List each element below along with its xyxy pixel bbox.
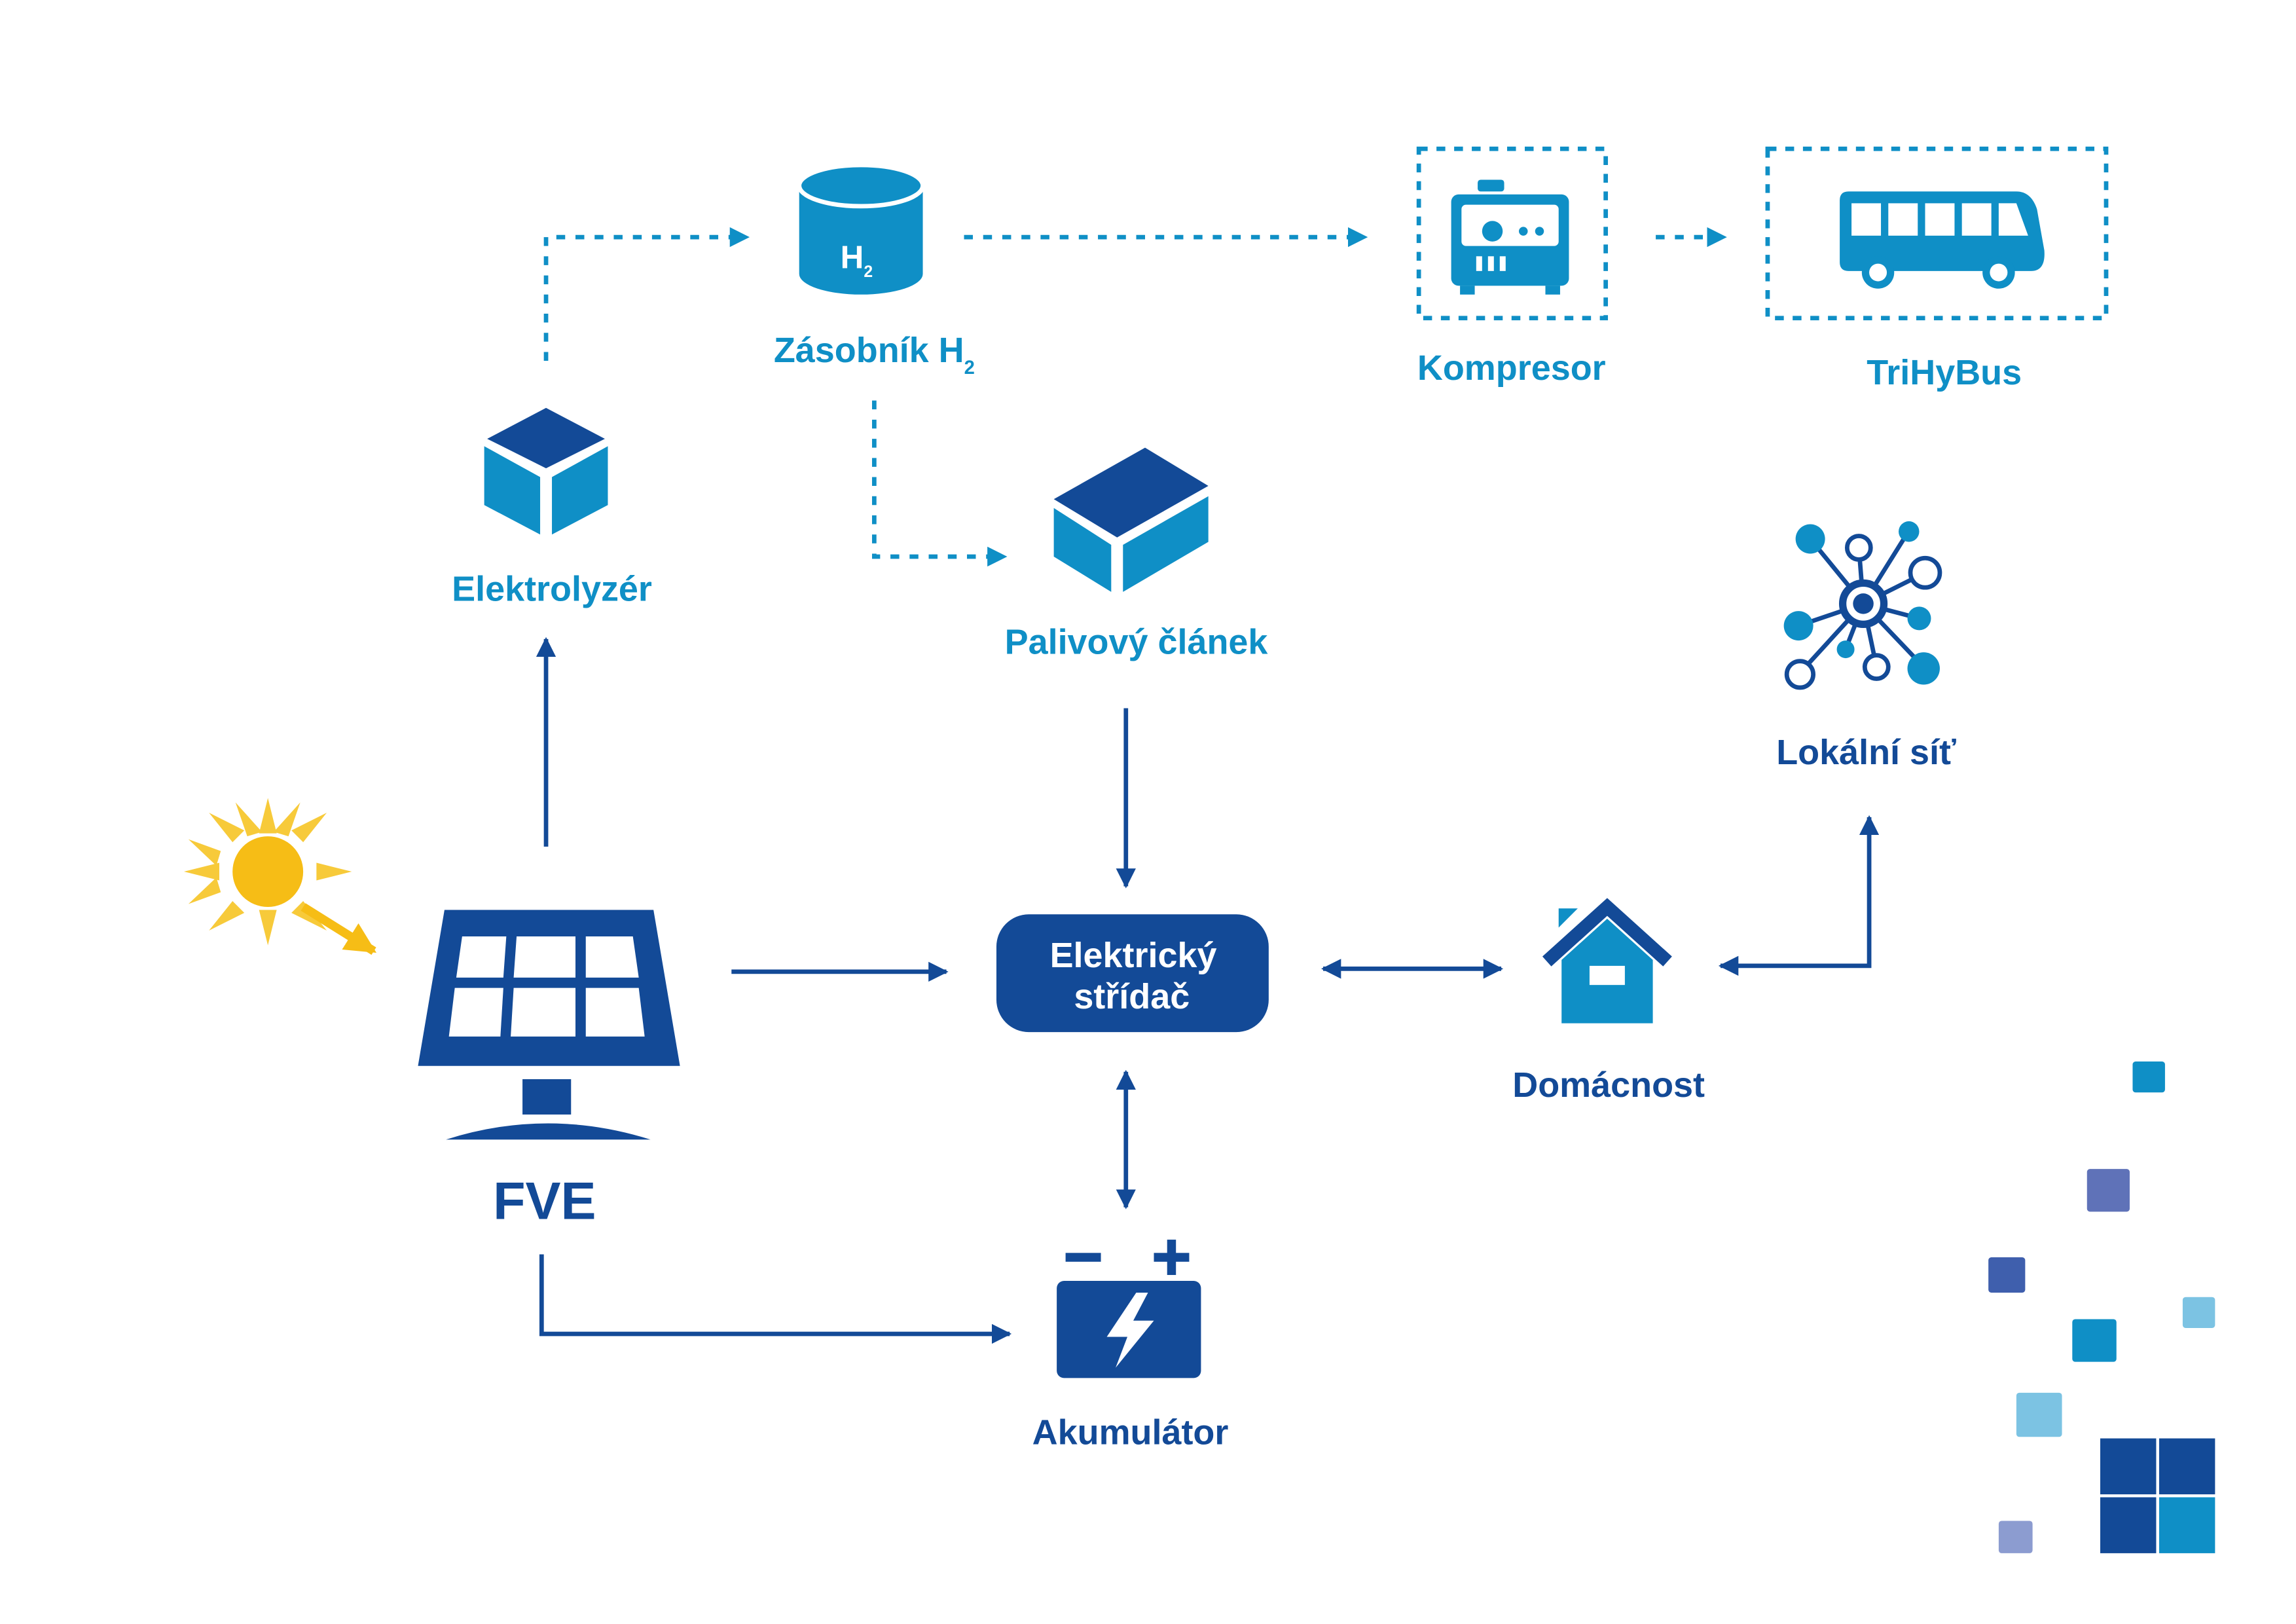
zasobnik-node: H2 Zásobník H2 [774, 162, 975, 378]
house-icon [1542, 898, 1672, 1024]
sun-ray-arrow [301, 903, 377, 955]
akumulator-label: Akumulátor [1032, 1413, 1229, 1452]
bus-icon [1840, 191, 2045, 289]
lokalni-node: Lokální síť [1776, 521, 1956, 772]
trihybus-frame [1765, 146, 2109, 321]
trihybus-node: TriHyBus [1765, 146, 2109, 392]
elektrolyzer-node: Elektrolyzér [452, 407, 652, 608]
zasobnik-label: Zásobník H2 [774, 331, 975, 378]
solar-panel-icon [418, 910, 680, 1140]
battery-icon [1057, 1240, 1201, 1378]
connector-fve-akumulator [539, 1254, 1012, 1344]
trihybus-label: TriHyBus [1867, 353, 2022, 392]
network-icon [1783, 521, 1942, 690]
palivovy-label: Palivový článek [1005, 622, 1269, 661]
connector-zasobnik-palivovy [871, 400, 1008, 567]
fve-node: FVE [418, 910, 680, 1231]
elektrolyzer-label: Elektrolyzér [452, 569, 652, 608]
compressor-icon [1451, 179, 1569, 295]
kompresor-frame [1416, 146, 1609, 321]
cube-icon [484, 407, 608, 535]
hydrogen-tank-icon: H2 [797, 162, 925, 295]
kompresor-label: Kompresor [1417, 348, 1606, 388]
akumulator-node: Akumulátor [1032, 1240, 1229, 1452]
stridac-label-line2: střídač [1074, 977, 1190, 1016]
kompresor-node: Kompresor [1416, 146, 1609, 388]
zasobnik-label-subscript: 2 [964, 358, 975, 378]
lokalni-label: Lokální síť [1776, 733, 1956, 772]
decorative-squares [1988, 1061, 2215, 1553]
sun-icon [184, 798, 377, 955]
connector-elektrolyzer-zasobnik [543, 227, 750, 361]
fuel-cell-icon [1053, 447, 1209, 592]
domacnost-node: Domácnost [1512, 898, 1705, 1105]
stridac-label-line1: Elektrický [1050, 936, 1217, 975]
tank-h-letter: H [841, 239, 864, 275]
connector-domacnost-lokalni [1718, 815, 1880, 976]
stridac-box [996, 914, 1269, 1033]
hydrogen-flow-connectors [543, 227, 1727, 567]
fve-label: FVE [493, 1172, 596, 1231]
svg-text:H2: H2 [841, 239, 873, 280]
electric-flow-connectors [536, 637, 1880, 1344]
stridac-node: Elektrický střídač [996, 914, 1269, 1033]
domacnost-label: Domácnost [1512, 1065, 1705, 1105]
zasobnik-label-main: Zásobník H [774, 331, 964, 370]
tank-h-subscript: 2 [864, 263, 873, 281]
palivovy-node: Palivový článek [1005, 447, 1269, 661]
